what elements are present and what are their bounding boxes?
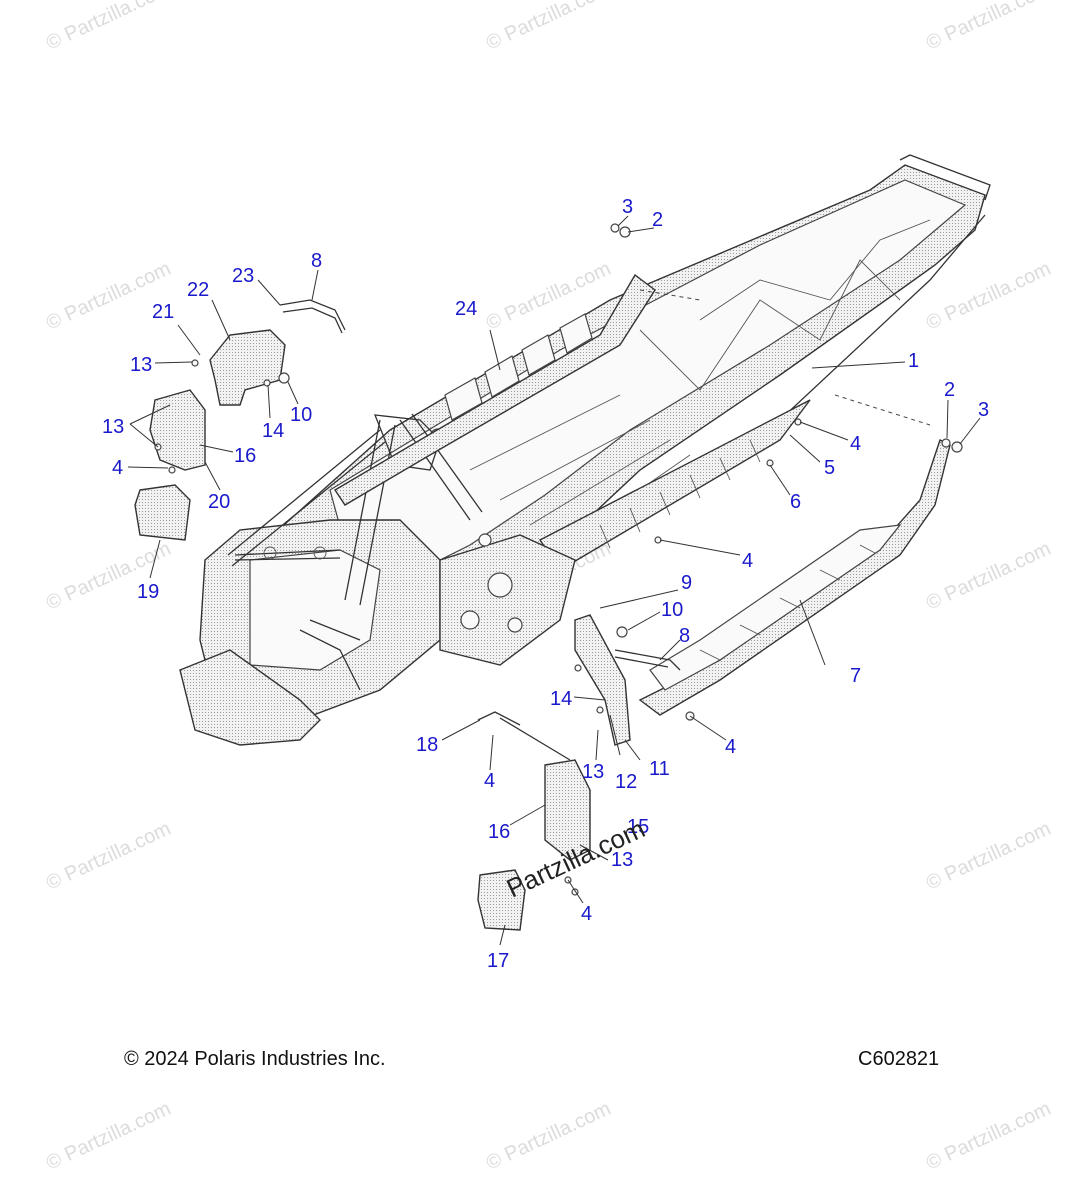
callout-11[interactable]: 11 — [649, 758, 670, 780]
watermark: © Partzilla.com — [923, 1098, 1054, 1175]
callout-4[interactable]: 4 — [742, 550, 753, 572]
callout-20[interactable]: 20 — [208, 491, 230, 513]
part-left-tube-8[interactable] — [279, 299, 346, 334]
part-right-cover-17[interactable] — [477, 869, 526, 931]
part-left-bracket-22[interactable] — [209, 329, 286, 406]
watermark: © Partzilla.com — [43, 1098, 174, 1175]
callout-14[interactable]: 14 — [262, 420, 284, 442]
callout-4[interactable]: 4 — [850, 433, 861, 455]
callouts: 1 2 2 3 3 4 4 4 4 4 4 5 6 7 8 8 9 10 10 … — [102, 196, 989, 972]
copyright-text: © 2024 Polaris Industries Inc. — [124, 1048, 386, 1070]
leader-lines — [127, 215, 981, 946]
callout-13[interactable]: 13 — [130, 354, 152, 376]
callout-24[interactable]: 24 — [455, 298, 477, 320]
part-chassis[interactable] — [179, 154, 991, 746]
part-left-cover-19[interactable] — [134, 484, 191, 541]
callout-18[interactable]: 18 — [416, 734, 438, 756]
fasteners — [154, 223, 963, 896]
callout-16[interactable]: 16 — [488, 821, 510, 843]
callout-22[interactable]: 22 — [187, 279, 209, 301]
callout-1[interactable]: 1 — [908, 350, 919, 372]
callout-10[interactable]: 10 — [661, 599, 683, 621]
watermark: © Partzilla.com — [923, 818, 1054, 895]
callout-12[interactable]: 12 — [615, 771, 637, 793]
callout-4[interactable]: 4 — [112, 457, 123, 479]
callout-3[interactable]: 3 — [622, 196, 633, 218]
part-right-footrest[interactable] — [638, 289, 951, 716]
watermark: © Partzilla.com — [43, 0, 174, 55]
callout-17[interactable]: 17 — [487, 950, 509, 972]
callout-2[interactable]: 2 — [944, 379, 955, 401]
callout-8[interactable]: 8 — [679, 625, 690, 647]
part-left-side-panel-20[interactable] — [149, 389, 206, 471]
callout-4[interactable]: 4 — [581, 903, 592, 925]
callout-8[interactable]: 8 — [311, 250, 322, 272]
watermark: © Partzilla.com — [923, 0, 1054, 55]
callout-19[interactable]: 19 — [137, 581, 159, 603]
callout-10[interactable]: 10 — [290, 404, 312, 426]
callout-21[interactable]: 21 — [152, 301, 174, 323]
part-right-tube-8[interactable] — [614, 649, 681, 671]
watermark: © Partzilla.com — [923, 258, 1054, 335]
callout-23[interactable]: 23 — [232, 265, 254, 287]
callout-13[interactable]: 13 — [102, 416, 124, 438]
callout-13[interactable]: 13 — [582, 761, 604, 783]
callout-4[interactable]: 4 — [484, 770, 495, 792]
callout-5[interactable]: 5 — [824, 457, 835, 479]
part-clip-18[interactable] — [477, 711, 571, 761]
callout-2[interactable]: 2 — [652, 209, 663, 231]
callout-4[interactable]: 4 — [725, 736, 736, 758]
figure-code: C602821 — [858, 1048, 940, 1070]
callout-13[interactable]: 13 — [611, 849, 633, 871]
watermark: © Partzilla.com — [923, 538, 1054, 615]
callout-9[interactable]: 9 — [681, 572, 692, 594]
callout-16[interactable]: 16 — [234, 445, 256, 467]
callout-14[interactable]: 14 — [550, 688, 572, 710]
callout-7[interactable]: 7 — [850, 665, 861, 687]
callout-15[interactable]: 15 — [627, 816, 649, 838]
watermark: © Partzilla.com — [43, 818, 174, 895]
part-right-bracket-11[interactable] — [574, 614, 631, 746]
callout-6[interactable]: 6 — [790, 491, 801, 513]
watermark: © Partzilla.com — [483, 1098, 614, 1175]
callout-3[interactable]: 3 — [978, 399, 989, 421]
watermark: © Partzilla.com — [483, 0, 614, 55]
part-left-rail[interactable] — [334, 273, 656, 506]
